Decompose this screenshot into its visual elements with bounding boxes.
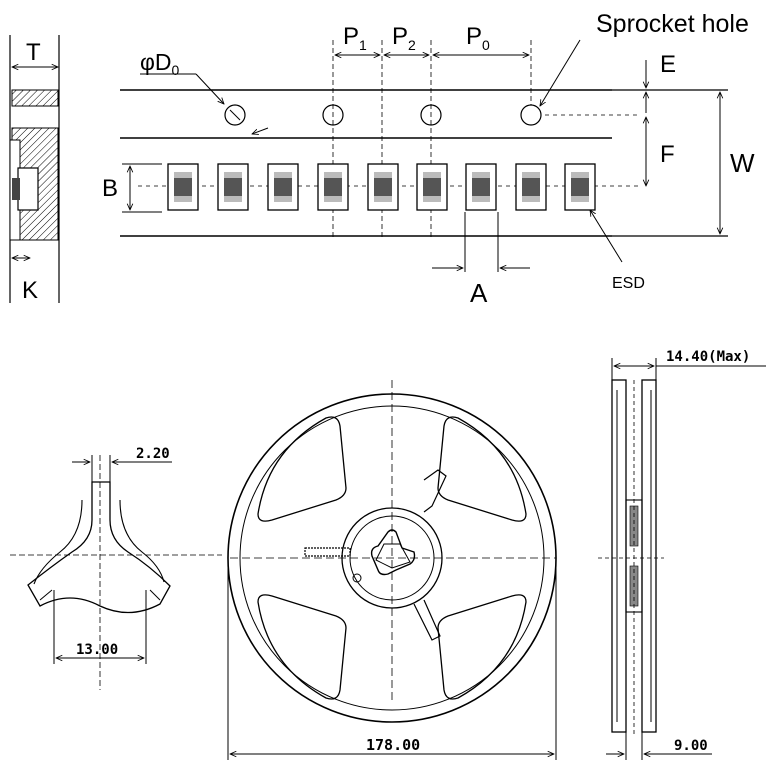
component-pocket	[317, 163, 349, 211]
component-pocket	[416, 163, 448, 211]
sprocket-hole	[224, 104, 246, 126]
reel-side-view: 14.40(Max) 9.00	[598, 349, 766, 760]
esd-label: ESD	[612, 275, 645, 292]
reel-front-view: 178.00	[227, 380, 557, 760]
sprocket-hole	[520, 104, 542, 126]
component-pocket	[217, 163, 249, 211]
component-pocket	[564, 163, 596, 211]
p1-label: P1	[343, 23, 367, 53]
k-label: K	[22, 277, 38, 304]
reel-inner-width-dimension: 9.00	[674, 738, 708, 754]
component-pocket	[167, 163, 199, 211]
component-pocket	[367, 163, 399, 211]
component-pocket	[267, 163, 299, 211]
a-label: A	[470, 278, 488, 308]
d0-label: φD0	[140, 49, 180, 78]
tape-cross-section: T K	[9, 35, 60, 304]
b-label: B	[102, 175, 118, 202]
sprocket-hole-label: Sprocket hole	[596, 10, 749, 38]
reel-diameter-dimension: 178.00	[366, 736, 420, 754]
reel-thickness-dimension: 14.40(Max)	[666, 349, 750, 365]
hub-width-dimension: 13.00	[76, 642, 118, 658]
w-label: W	[730, 148, 755, 178]
p0-label: P0	[466, 23, 490, 53]
component-pocket	[465, 163, 497, 211]
t-label: T	[26, 39, 41, 66]
f-label: F	[660, 141, 675, 168]
hub-slot-dimension: 2.20	[136, 446, 170, 462]
p2-label: P2	[392, 23, 416, 53]
tape-top-view: φD0 P1 P2 P0 Sprocket hole E F W B A ESD	[102, 10, 755, 308]
e-label: E	[660, 51, 676, 78]
reel-hub-detail: 2.20 13.00	[10, 446, 222, 690]
component-pocket	[515, 163, 547, 211]
